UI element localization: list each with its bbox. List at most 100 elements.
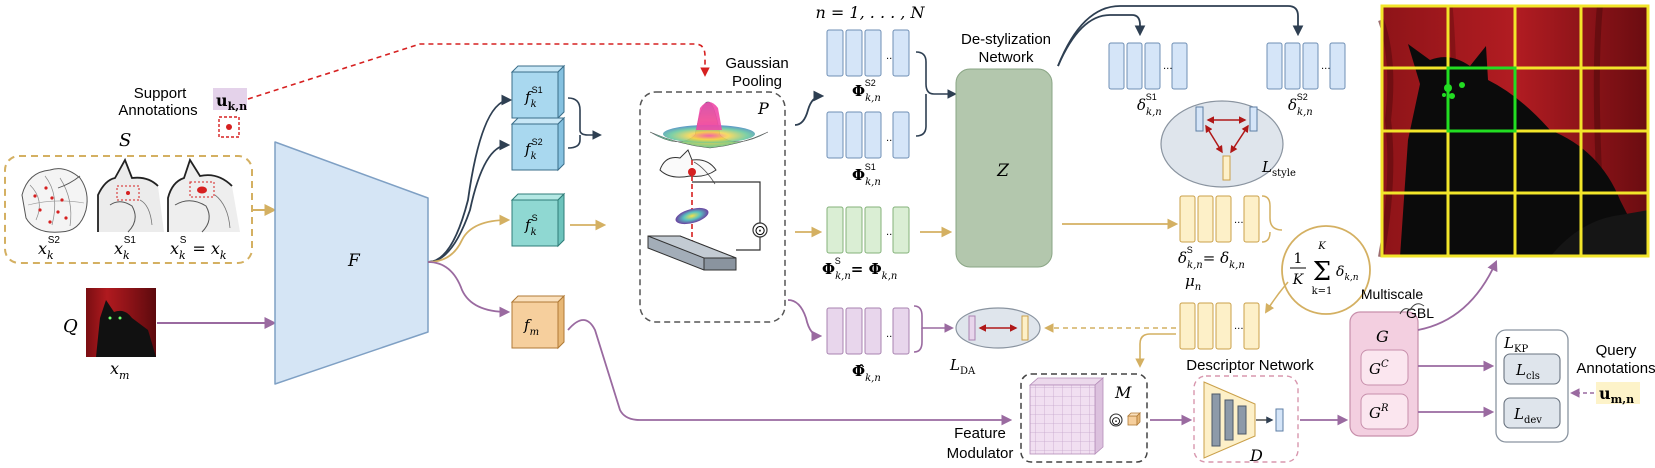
- head-GC-label: GC: [1369, 359, 1389, 378]
- descriptor-layer-3: [1237, 405, 1247, 435]
- modulator-feature-grid: [1028, 377, 1105, 455]
- feature-modulator-box: [1020, 373, 1148, 463]
- gaussian-pooling-label: Gaussian: [725, 55, 788, 72]
- x-s-label: xkS= xk: [170, 235, 227, 262]
- svg-text:···: ···: [1163, 64, 1173, 75]
- fs-merge-bracket: [567, 97, 602, 140]
- destylization-network-Z: [955, 68, 1053, 268]
- feature-cube-fs: [510, 192, 566, 248]
- support-image-s: [167, 157, 240, 233]
- mean-sum-top: K: [1317, 241, 1326, 252]
- pooling-operator-P: P: [757, 99, 769, 118]
- mean-delta: δk,n: [1336, 264, 1359, 283]
- x-s2-label: xkS2: [38, 235, 60, 262]
- delta-s-label: δk,nS= δk,n: [1178, 245, 1245, 271]
- feature-cube-fs2: [510, 116, 566, 172]
- style-loss-vec-1: [1195, 106, 1204, 132]
- mean-sum-symbol: Σ: [1313, 257, 1331, 287]
- feature-modulator-label-2: Modulator: [947, 445, 1014, 462]
- head-GR-label: GR: [1369, 403, 1389, 422]
- backbone-F: [274, 141, 429, 385]
- svg-text:···: ···: [886, 136, 896, 147]
- delta-to-mean-bracket-lower: [1261, 231, 1271, 243]
- mean-frac-num: 1: [1294, 251, 1303, 267]
- delta-s2-label: δk,nS2: [1288, 92, 1313, 118]
- svg-text:···: ···: [1234, 218, 1244, 229]
- phi-s2-label: Φk,nS2: [852, 78, 881, 104]
- modulator-small-cube: [1127, 412, 1141, 426]
- loss-cls-label: Lcls: [1515, 361, 1540, 382]
- u-kn-point: [226, 124, 232, 130]
- phi-hat-to-LDA-bracket: [913, 328, 923, 353]
- pooling-odot-symbol: ⊙: [754, 223, 766, 239]
- u-mn-highlight: [1596, 382, 1640, 404]
- annotation-to-pooling-arrow: [247, 43, 710, 100]
- u-kn-highlight: [213, 88, 247, 110]
- delta-s1-label: δk,nS1: [1137, 92, 1162, 118]
- F-to-fs2-arrow: [427, 139, 511, 263]
- query-annotations-label: Query: [1596, 342, 1637, 359]
- svg-text:···: ···: [886, 230, 896, 241]
- mean-sum-bot: k=1: [1312, 286, 1333, 297]
- support-image-s2: [21, 168, 88, 233]
- multiscale-brace: [1399, 303, 1425, 315]
- query-grid-lines: [1380, 4, 1650, 258]
- pooling-cat-sketch: [659, 149, 717, 185]
- fs1-label: fkS1: [524, 85, 543, 110]
- gaussian-surface: [649, 101, 769, 149]
- loss-dev-label: Ldev: [1513, 405, 1542, 426]
- mean-to-mu-arrow: [1264, 281, 1289, 314]
- pooling-feature-slab: [647, 235, 737, 271]
- svg-text:···: ···: [886, 332, 896, 343]
- G-to-heatmap-arrow: [1417, 260, 1498, 331]
- pooling-center-point: [688, 168, 696, 176]
- svg-text:···: ···: [1321, 64, 1331, 75]
- delta-s1-stack: ···: [1108, 42, 1188, 90]
- support-annotations-label-2: Annotations: [118, 102, 197, 119]
- phi-s1-label: Φk,nS1: [852, 162, 881, 188]
- fm-label: fm: [523, 316, 539, 338]
- mu-n-stack: ···: [1179, 302, 1260, 350]
- phi-s-label: Φk,nS= Φk,n: [822, 256, 897, 282]
- lda-vec-2: [1021, 315, 1029, 341]
- delta-s2-stack: ···: [1266, 42, 1346, 90]
- destylization-label: De-stylization: [961, 31, 1051, 48]
- svg-text:···: ···: [886, 54, 896, 65]
- mu-n-label: μn: [1185, 272, 1201, 293]
- pooling-to-phi-navy-arrow: [794, 90, 825, 126]
- support-image-s1: [97, 157, 164, 233]
- phi-to-Z-bracket: [915, 51, 957, 99]
- pooling-to-phi-purple-arrow: [787, 299, 823, 342]
- feature-cube-fs1: [510, 64, 566, 120]
- u-kn-point-box: [218, 116, 240, 138]
- style-loss-link-3: [1230, 124, 1249, 154]
- phi-to-Z-bracket-lower: [915, 94, 927, 137]
- descriptor-network-label: Descriptor Network: [1186, 357, 1314, 374]
- fs-merge-bracket-lower: [567, 135, 581, 149]
- svg-text:···: ···: [1234, 324, 1244, 335]
- loss-kp-label: LKP: [1503, 334, 1528, 355]
- head-G-label: G: [1376, 327, 1389, 346]
- fm-to-modulator-arrow: [567, 319, 1013, 426]
- u-kn-label: uk,n: [216, 91, 247, 113]
- descriptor-output-vec: [1275, 408, 1284, 432]
- fs2-label: fkS2: [524, 137, 543, 162]
- modulator-odot-circle: [1109, 413, 1123, 427]
- modulator-M-label: M: [1114, 383, 1132, 402]
- mean-operator-circle: [1281, 225, 1371, 315]
- lda-vec-1: [968, 315, 976, 341]
- F-to-fs1-arrow: [427, 94, 513, 263]
- phi-s1-stack: ···: [826, 111, 910, 159]
- Z-to-delta-s2-arrow: [1057, 5, 1304, 67]
- phi-hat-stack: ···: [826, 307, 910, 355]
- phi-hat-label: Φ̂k,n: [852, 362, 881, 384]
- style-loss-link-2: [1205, 124, 1223, 154]
- feature-modulator-label: Feature: [954, 425, 1006, 442]
- descriptor-layer-2: [1224, 399, 1234, 441]
- pooling-odot-link: [692, 181, 761, 251]
- multiscale-label-2: GBL: [1406, 305, 1434, 321]
- style-loss-vec-3: [1222, 155, 1231, 181]
- F-to-fm-arrow: [427, 261, 511, 318]
- head-GR-box: [1360, 393, 1409, 430]
- mean-frac-den: K: [1292, 272, 1305, 288]
